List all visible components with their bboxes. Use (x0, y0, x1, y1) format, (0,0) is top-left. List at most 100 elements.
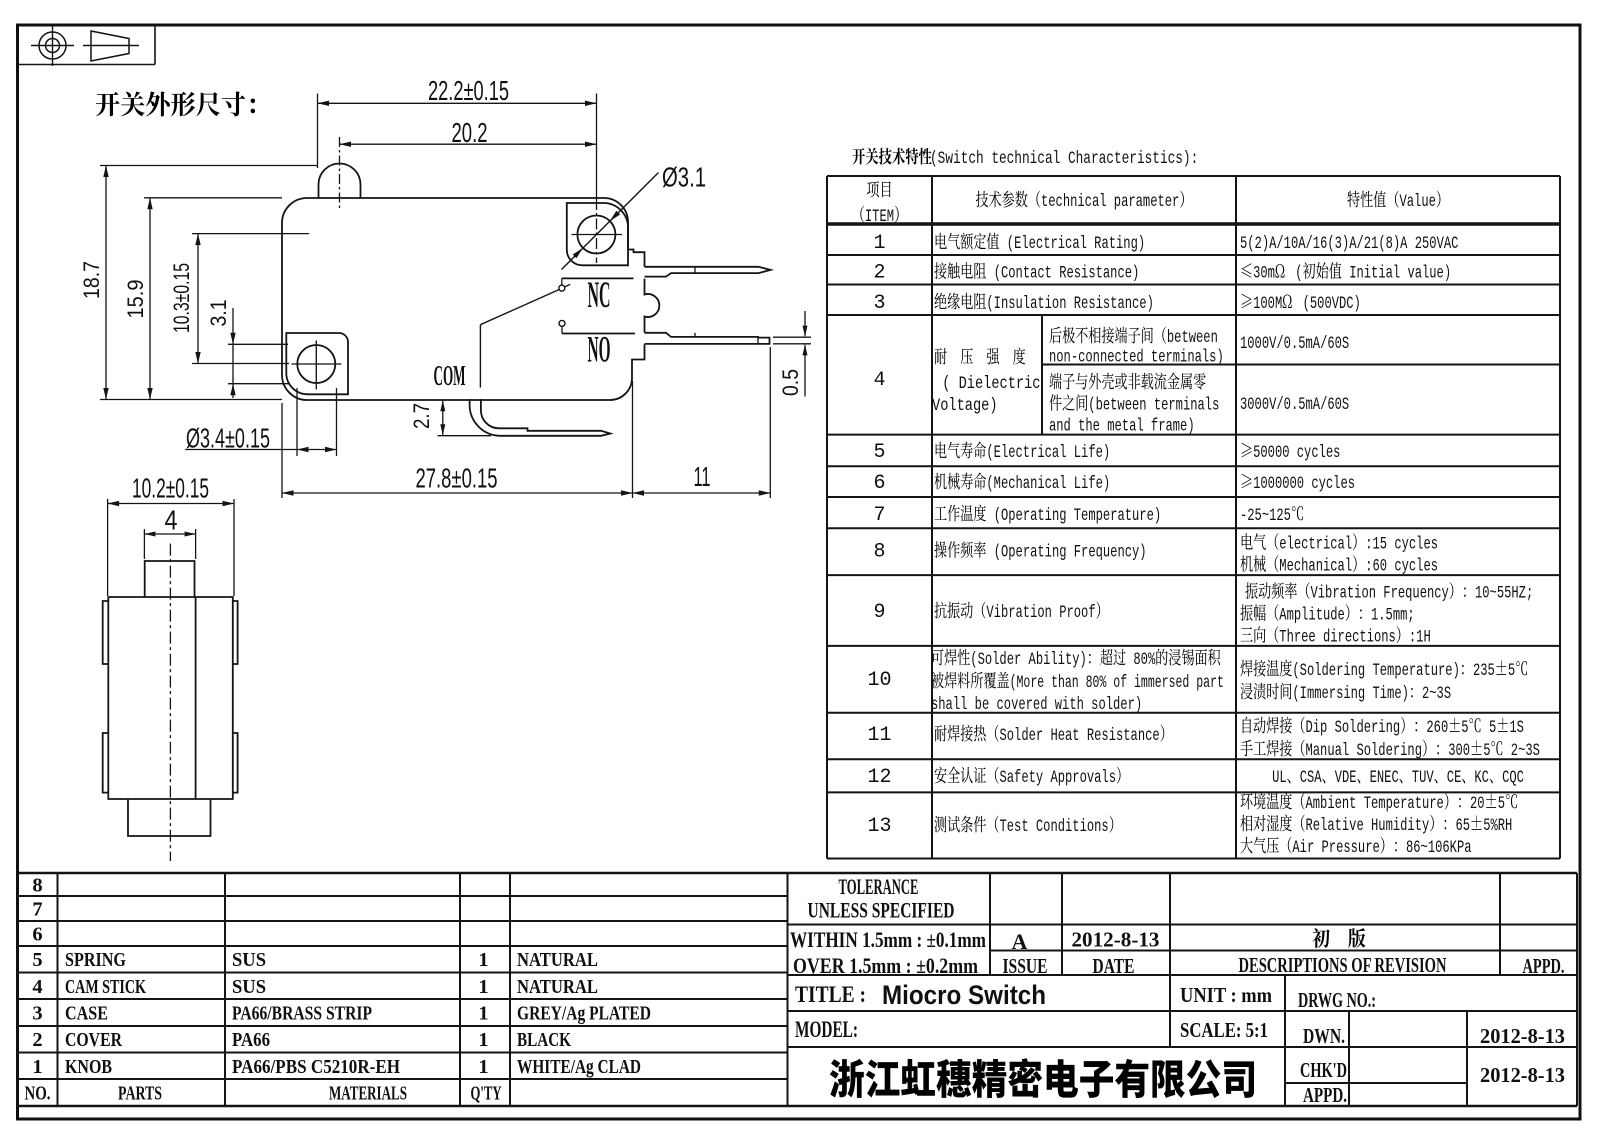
svg-text:2012-8-13: 2012-8-13 (1480, 1063, 1565, 1087)
svg-text:Ambient Temperature: Ambient Temperature (1306, 795, 1444, 814)
svg-text:(Operating Temperature): (Operating Temperature) (994, 507, 1161, 526)
svg-text:4: 4 (32, 976, 42, 998)
svg-text:(Switch technical Characterist: (Switch technical Characteristics): (930, 148, 1198, 168)
svg-text:PA66: PA66 (232, 1029, 270, 1051)
svg-text:80%: 80% (1133, 651, 1155, 670)
svg-text:SUS: SUS (232, 976, 266, 998)
svg-text:10~55HZ;: 10~55HZ; (1475, 585, 1533, 604)
svg-text:3.1: 3.1 (206, 300, 231, 327)
svg-text:(Electrical Rating): (Electrical Rating) (1007, 235, 1145, 254)
svg-text:WHITE/Ag CLAD: WHITE/Ag CLAD (517, 1056, 641, 1078)
svg-text:APPD.: APPD. (1523, 954, 1565, 978)
svg-text::60 cycles: :60 cycles (1365, 558, 1438, 577)
svg-text:11: 11 (694, 461, 711, 492)
svg-text:15.9: 15.9 (123, 280, 148, 319)
svg-text:Q'TY: Q'TY (471, 1083, 502, 1105)
svg-text:5: 5 (1498, 795, 1505, 814)
svg-text:TUV: TUV (1412, 769, 1434, 788)
svg-text:65: 65 (1456, 817, 1471, 836)
svg-text:UL: UL (1272, 769, 1287, 788)
svg-text:5: 5 (1461, 719, 1468, 738)
svg-text:7: 7 (873, 504, 885, 527)
svg-text:27.8±0.15: 27.8±0.15 (416, 463, 498, 494)
svg-text:2012-8-13: 2012-8-13 (1480, 1024, 1565, 1048)
svg-text:100M: 100M (1253, 295, 1282, 314)
svg-text:1000V/0.5mA/60S: 1000V/0.5mA/60S (1240, 335, 1349, 354)
svg-text:GREY/Ag PLATED: GREY/Ag PLATED (517, 1003, 651, 1025)
svg-text:KC: KC (1474, 769, 1489, 788)
svg-text:BLACK: BLACK (517, 1029, 571, 1051)
svg-text:DRWG NO.:: DRWG NO.: (1298, 988, 1376, 1012)
svg-text:( Dielectric: ( Dielectric (942, 374, 1040, 394)
svg-text:Vibration Proof: Vibration Proof (986, 604, 1095, 623)
svg-text:CHK'D: CHK'D (1300, 1058, 1347, 1082)
svg-text::1H: :1H (1409, 629, 1431, 648)
svg-text:NATURAL: NATURAL (517, 949, 598, 971)
svg-text:1000000 cycles: 1000000 cycles (1253, 475, 1355, 494)
svg-text:non-connected terminals): non-connected terminals) (1049, 349, 1224, 368)
svg-text:10.3±0.15: 10.3±0.15 (169, 263, 194, 333)
svg-text:Ø3.1: Ø3.1 (662, 162, 706, 193)
svg-text:22.2±0.15: 22.2±0.15 (428, 75, 509, 106)
svg-text:2: 2 (32, 1029, 42, 1051)
svg-text:4: 4 (873, 369, 885, 392)
svg-text:CSA: CSA (1300, 769, 1322, 788)
svg-text:(Electrical Life): (Electrical Life) (986, 444, 1110, 463)
svg-text:CQC: CQC (1502, 769, 1524, 788)
svg-text:(More than 80% of immersed par: (More than 80% of immersed part (1010, 674, 1224, 693)
svg-text:electrical: electrical (1279, 536, 1352, 555)
svg-text:NO.: NO. (25, 1083, 51, 1105)
svg-text:2~3S: 2~3S (1422, 685, 1451, 704)
svg-text:2012-8-13: 2012-8-13 (1072, 928, 1160, 952)
svg-text:12: 12 (867, 766, 891, 789)
svg-text:technical parameter: technical parameter (1041, 193, 1179, 212)
svg-text:PA66/PBS C5210R-EH: PA66/PBS C5210R-EH (232, 1056, 400, 1078)
svg-text:TOLERANCE: TOLERANCE (839, 874, 919, 899)
svg-text:ENEC: ENEC (1370, 769, 1399, 788)
svg-text:SUS: SUS (232, 949, 266, 971)
svg-text:1: 1 (873, 232, 885, 255)
svg-text:SPRING: SPRING (65, 949, 126, 971)
svg-text:(Solder Ability): (Solder Ability) (970, 651, 1086, 670)
svg-text:PA66/BRASS STRIP: PA66/BRASS STRIP (232, 1003, 372, 1025)
svg-text:260: 260 (1426, 719, 1448, 738)
svg-text:UNLESS SPECIFIED: UNLESS SPECIFIED (808, 898, 955, 923)
svg-text:CAM STICK: CAM STICK (65, 976, 146, 998)
svg-text:20: 20 (1470, 795, 1485, 814)
svg-text:OVER 1.5mm : ±0.2mm: OVER 1.5mm : ±0.2mm (793, 953, 978, 978)
svg-text:DWN.: DWN. (1303, 1024, 1345, 1048)
svg-text:5: 5 (1483, 742, 1490, 761)
svg-text:CE: CE (1447, 769, 1462, 788)
svg-text:1: 1 (478, 976, 488, 998)
svg-text:Manual Soldering: Manual Soldering (1306, 742, 1422, 761)
svg-text:Relative Humidity: Relative Humidity (1306, 817, 1430, 836)
svg-text:MATERIALS: MATERIALS (329, 1083, 407, 1105)
svg-text:13: 13 (867, 815, 891, 838)
svg-text:(: ( (1295, 265, 1302, 284)
svg-text:1: 1 (478, 1056, 488, 1078)
svg-text:DESCRIPTIONS OF REVISION: DESCRIPTIONS OF REVISION (1239, 953, 1447, 977)
svg-text:(between terminals: (between terminals (1088, 397, 1219, 416)
svg-text:1: 1 (478, 949, 488, 971)
svg-text:11: 11 (867, 724, 891, 747)
svg-text:Solder Heat Resistance: Solder Heat Resistance (1000, 727, 1160, 746)
svg-text:2~3S: 2~3S (1511, 742, 1540, 761)
svg-text:SCALE: 5:1: SCALE: 5:1 (1180, 1018, 1268, 1042)
svg-text:CASE: CASE (65, 1003, 108, 1025)
svg-text:WITHIN 1.5mm : ±0.1mm: WITHIN 1.5mm : ±0.1mm (790, 927, 986, 952)
svg-text:5(2)A/10A/16(3)A/21(8)A 250VA: 5(2)A/10A/16(3)A/21(8)A 250VAC (1240, 235, 1458, 254)
svg-text:50000 cycles: 50000 cycles (1253, 444, 1340, 463)
svg-text:Initial value): Initial value) (1349, 265, 1451, 284)
svg-text:A: A (1012, 929, 1028, 954)
svg-text:Ø3.4±0.15: Ø3.4±0.15 (186, 423, 270, 454)
svg-text:1: 1 (478, 1003, 488, 1025)
svg-text:Dip Soldering: Dip Soldering (1306, 719, 1401, 738)
svg-text:2.7: 2.7 (409, 403, 434, 429)
svg-text:10.2±0.15: 10.2±0.15 (132, 473, 209, 504)
svg-text:5: 5 (873, 441, 885, 464)
svg-text:Air Pressure: Air Pressure (1292, 839, 1379, 858)
svg-text:2: 2 (873, 262, 885, 285)
svg-text:(Insulation Resistance): (Insulation Resistance) (986, 295, 1153, 314)
svg-text:VDE: VDE (1335, 769, 1357, 788)
svg-text:and the metal frame): and the metal frame) (1049, 418, 1195, 437)
